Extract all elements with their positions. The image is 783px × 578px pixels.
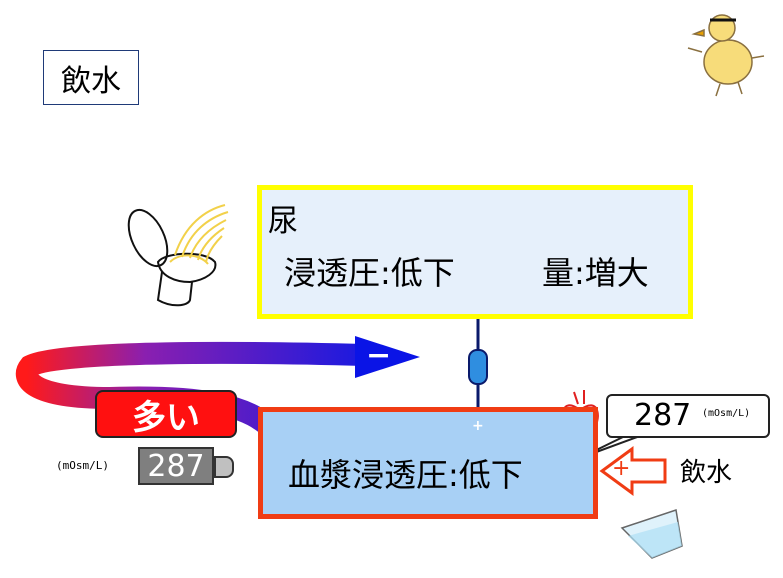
plasma-box: 血漿浸透圧:低下 [258,407,598,519]
urine-volume: 量:増大 [542,254,649,292]
connector-capsule [468,349,488,385]
toilet-icon [127,208,217,307]
many-badge: 多い [95,390,237,438]
feedback-arrowhead [355,336,420,378]
plasma-osmolality-label: 血漿浸透圧:低下 [288,456,523,494]
urine-label: 尿 [268,204,298,239]
chick-icon [687,14,765,97]
water-plus-sign: + [612,456,631,481]
urine-box: 尿 浸透圧:低下 量:増大 [257,185,693,319]
water-input-arrow [599,446,667,496]
water-intake-label: 飲水 [680,458,733,488]
feedback-minus-sign: − [366,338,392,373]
osmolality-callout: 287 (mOsm/L) [606,394,770,438]
glass-icon [620,509,683,559]
sensor-cap [214,456,234,478]
callout-unit: (mOsm/L) [702,408,751,419]
connector-plus-sign: + [472,418,484,434]
callout-value: 287 [634,398,692,433]
osmolality-sensor-value: 287 [138,447,214,485]
urine-osmolality: 浸透圧:低下 [284,254,455,292]
slide-title: 飲水 [43,50,139,105]
urine-stream-icon [174,204,229,263]
sensor-unit: (mOsm/L) [56,459,109,472]
